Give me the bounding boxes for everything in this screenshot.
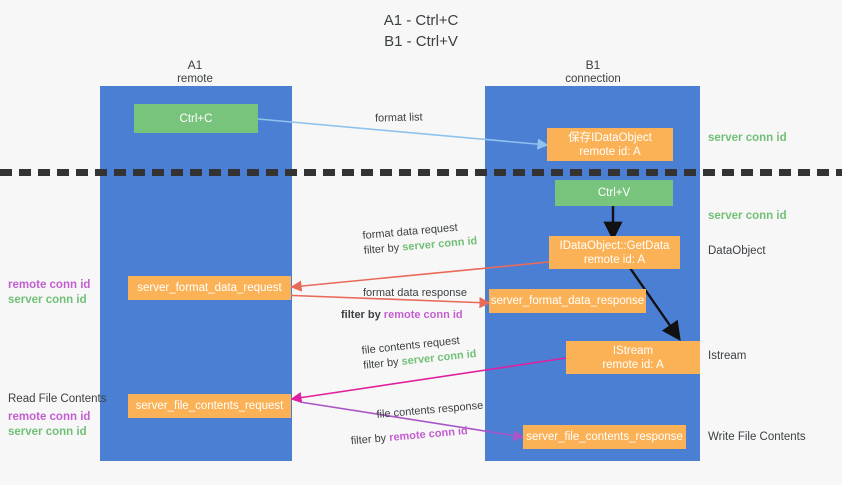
edge-label-format-data-request: format data request filter by server con… <box>362 219 478 259</box>
left-label-group-file: remote conn id server conn id <box>8 410 90 440</box>
node-ctrl-v[interactable]: Ctrl+V <box>555 180 673 206</box>
node-istream[interactable]: IStream remote id: A <box>566 341 700 374</box>
left-label-group-format: remote conn id server conn id <box>8 278 90 308</box>
right-label-dataobject: DataObject <box>708 245 766 257</box>
column-header-b1: B1 connection <box>528 58 658 86</box>
node-idataobject-getdata[interactable]: IDataObject::GetData remote id: A <box>549 236 680 269</box>
node-ctrl-c[interactable]: Ctrl+C <box>134 104 258 133</box>
title-line-2: B1 - Ctrl+V <box>384 33 458 50</box>
right-label-server-conn-id-mid: server conn id <box>708 210 787 222</box>
column-header-a1-sub: remote <box>177 73 213 85</box>
page-title: A1 - Ctrl+C B1 - Ctrl+V <box>0 10 842 52</box>
node-server-file-contents-request-label: server_file_contents_request <box>135 400 284 412</box>
node-save-idataobject[interactable]: 保存IDataObject remote id: A <box>547 128 673 161</box>
right-label-istream: Istream <box>708 350 747 362</box>
node-istream-title: IStream <box>612 344 654 357</box>
node-idataobject-getdata-title: IDataObject::GetData <box>559 239 670 252</box>
edge-label-format-data-response-line1: format data response <box>363 287 467 299</box>
node-server-file-contents-request[interactable]: server_file_contents_request <box>128 394 291 418</box>
edge-label-format-list: format list <box>374 111 423 125</box>
node-ctrl-c-label: Ctrl+C <box>179 112 213 125</box>
node-server-format-data-response-label: server_format_data_response <box>490 295 645 307</box>
dashed-separator <box>0 169 842 176</box>
node-idataobject-getdata-sub: remote id: A <box>583 253 646 266</box>
edge-label-file-contents-response-line2: filter by remote conn id <box>350 423 486 450</box>
title-line-1: A1 - Ctrl+C <box>383 12 459 29</box>
left-label-read-file-contents: Read File Contents <box>8 393 107 405</box>
node-ctrl-v-label: Ctrl+V <box>597 187 631 199</box>
left-label-server-conn-id-2: server conn id <box>8 426 87 438</box>
left-label-server-conn-id-1: server conn id <box>8 294 87 306</box>
column-header-b1-name: B1 <box>585 58 601 72</box>
column-header-a1-name: A1 <box>187 58 203 72</box>
column-header-a1: A1 remote <box>130 58 260 86</box>
left-label-remote-conn-id-1: remote conn id <box>8 279 91 291</box>
edge-label-format-data-response: format data response filter by remote co… <box>341 286 467 323</box>
edge-label-file-contents-response-line1: file contents response <box>376 399 484 421</box>
edge-label-format-data-response-line2: filter by remote conn id <box>341 308 467 323</box>
edge-label-file-contents-request-filter-prefix: filter by <box>362 355 403 372</box>
edge-label-file-contents-request: file contents request filter by server c… <box>361 332 477 374</box>
left-label-remote-conn-id-2: remote conn id <box>8 411 91 423</box>
node-server-format-data-request-label: server_format_data_request <box>137 282 282 294</box>
edge-label-format-data-request-filter-prefix: filter by <box>363 241 403 257</box>
node-save-idataobject-sub: remote id: A <box>579 145 641 158</box>
right-label-write-file-contents: Write File Contents <box>708 431 806 443</box>
node-save-idataobject-title: 保存IDataObject <box>568 131 652 144</box>
edge-label-file-contents-response: file contents response filter by remote … <box>350 399 486 448</box>
edge-label-file-contents-response-filter-prefix: filter by <box>350 431 390 448</box>
node-server-file-contents-response[interactable]: server_file_contents_response <box>523 425 686 449</box>
edge-label-file-contents-response-filter-value: remote conn id <box>388 425 469 444</box>
edge-label-format-data-response-filter-prefix: filter by <box>341 309 384 321</box>
node-istream-sub: remote id: A <box>602 358 664 371</box>
node-server-file-contents-response-label: server_file_contents_response <box>526 431 683 443</box>
node-server-format-data-response[interactable]: server_format_data_response <box>489 289 646 313</box>
edge-label-format-data-response-filter-value: remote conn id <box>383 309 463 321</box>
node-server-format-data-request[interactable]: server_format_data_request <box>128 276 291 300</box>
column-header-b1-sub: connection <box>565 73 621 85</box>
right-label-server-conn-id-top: server conn id <box>708 132 787 144</box>
